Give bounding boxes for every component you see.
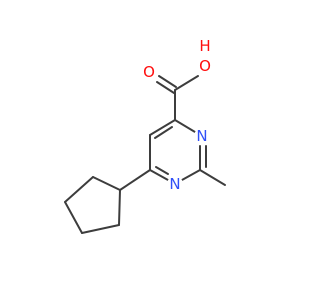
bond-c6-n1-inner xyxy=(155,166,169,175)
cyclopentyl-ring xyxy=(64,169,151,234)
bond-c2-methyl xyxy=(199,169,226,186)
bond-cp-3 xyxy=(64,201,83,234)
pyrimidine-ring xyxy=(149,119,207,181)
atom-oxygen-carbonyl: O xyxy=(143,63,155,81)
atom-oxygen-hydroxyl: O xyxy=(199,57,211,75)
bond-c4-c5-inner xyxy=(154,126,173,139)
bond-cp-1 xyxy=(92,176,121,191)
carboxylic-acid-group xyxy=(156,75,199,121)
bond-c4-c5 xyxy=(149,119,176,136)
atom-labels: O O H N N xyxy=(141,37,213,193)
bond-c-o-double-a xyxy=(156,81,175,94)
bond-cp-5 xyxy=(118,189,121,226)
bond-cp-2 xyxy=(64,176,94,203)
bond-c6-cyclopentyl xyxy=(119,169,151,191)
structure-diagram: O O H N N xyxy=(64,37,226,234)
bond-c-o-double-b xyxy=(158,75,177,88)
bond-n1-c2 xyxy=(181,169,201,181)
atom-hydrogen-hydroxyl: H xyxy=(199,37,210,55)
bond-cp-4 xyxy=(81,224,120,234)
atom-nitrogen-1: N xyxy=(169,175,180,193)
bond-c-oh xyxy=(174,75,199,91)
bond-c6-n1 xyxy=(149,169,169,181)
atom-nitrogen-3: N xyxy=(196,127,207,145)
